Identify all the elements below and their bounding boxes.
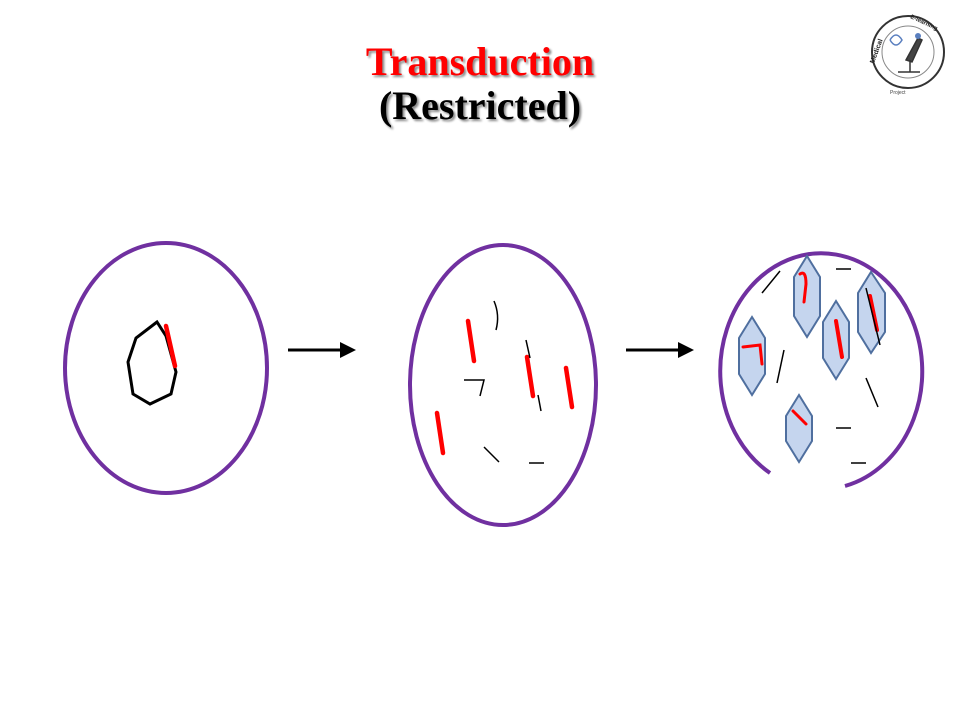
chromosome-fragment xyxy=(483,446,500,463)
packaged-dna xyxy=(798,271,808,304)
slide-title: Transduction xyxy=(365,39,595,84)
chromosome-fragment xyxy=(493,300,499,331)
packaged-dna xyxy=(834,319,844,359)
microscope-logo-icon: Medical E-learning Project xyxy=(869,14,945,96)
chromosome-fragment xyxy=(865,287,881,346)
chromosome-fragment xyxy=(761,270,781,294)
slide-subtitle: (Restricted) xyxy=(378,83,582,128)
phage-capsid xyxy=(793,254,821,339)
dna-fragment xyxy=(524,354,536,399)
phage-capsid xyxy=(785,393,813,464)
title-block: Transduction (Restricted) xyxy=(280,40,680,128)
packaged-dna xyxy=(868,294,879,332)
integrated-prophage xyxy=(163,323,178,369)
bacterial-cell-icon xyxy=(63,241,269,495)
chromosome-fragment xyxy=(537,394,542,412)
right-arrow-icon xyxy=(288,342,356,358)
right-arrow-icon xyxy=(626,342,694,358)
packaged-dna xyxy=(791,409,808,426)
svg-text:Project: Project xyxy=(890,90,906,96)
dna-fragment xyxy=(563,365,575,410)
bacterial-cell-icon xyxy=(408,243,598,527)
infected-bacterium xyxy=(63,241,269,495)
dna-fragment xyxy=(434,410,446,456)
chromosome-fragment xyxy=(525,339,531,359)
chromosome-fragment xyxy=(464,379,485,397)
bacterial-cell-icon xyxy=(718,251,925,488)
chromosome-fragment xyxy=(865,377,879,408)
lysing-bacterium xyxy=(408,243,598,527)
phage-assembly xyxy=(718,251,925,488)
phage-capsid xyxy=(822,299,850,381)
dna-fragment xyxy=(465,318,477,364)
packaged-dna xyxy=(741,343,764,366)
phage-capsid xyxy=(738,315,766,397)
chromosome-fragment xyxy=(776,349,785,384)
